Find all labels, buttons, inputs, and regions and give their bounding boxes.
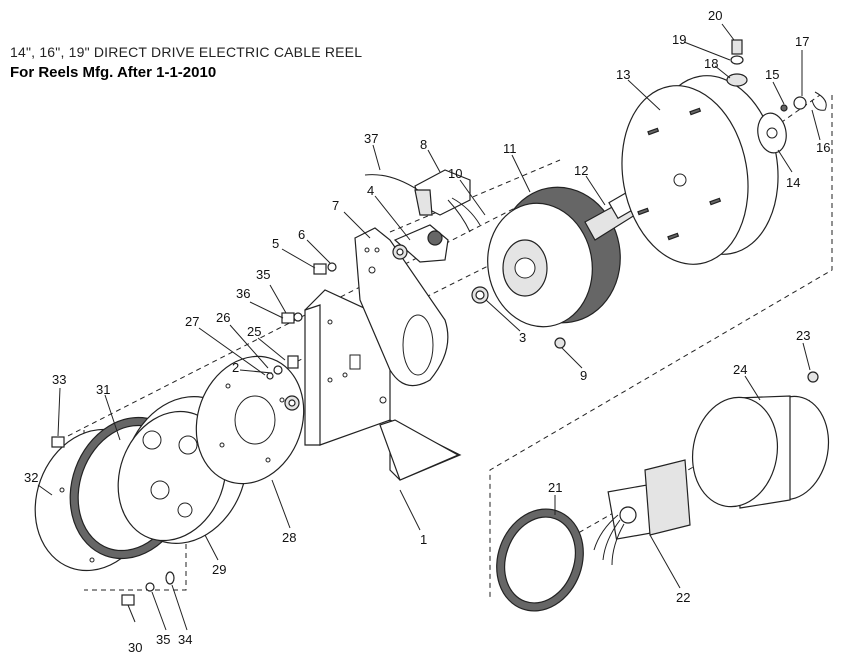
- part-gasket-21: [496, 508, 584, 612]
- part-mounting-plate: [195, 355, 305, 485]
- callout-label: 20: [708, 8, 722, 23]
- callout-label: 6: [298, 227, 305, 242]
- diagram-subtitle: For Reels Mfg. After 1-1-2010: [10, 64, 217, 81]
- callout-label: 34: [178, 632, 192, 647]
- part-slip-ring: [593, 459, 691, 566]
- leader-lines: [37, 23, 821, 631]
- callout-label: 23: [796, 328, 810, 343]
- callout-label: 37: [364, 131, 378, 146]
- callout-label: 30: [128, 640, 142, 655]
- callout-label: 21: [548, 480, 562, 495]
- callout-label: 27: [185, 314, 199, 329]
- part-cover-can: [691, 371, 830, 509]
- callout-label: 12: [574, 163, 588, 178]
- callout-label: 11: [503, 141, 517, 156]
- callout-label: 9: [580, 368, 587, 383]
- callout-label: 2: [232, 360, 239, 375]
- callout-label: 1: [420, 532, 427, 547]
- callout-label: 18: [704, 56, 718, 71]
- callout-label: 16: [816, 140, 830, 155]
- part-frame-bracket: [304, 289, 462, 481]
- callout-label: 4: [367, 183, 374, 198]
- callout-label: 10: [448, 166, 462, 181]
- part-hub-hardware: [726, 39, 827, 154]
- part-motor-plate: [354, 227, 449, 387]
- callout-label: 22: [676, 590, 690, 605]
- part-spool-flange: [621, 75, 779, 265]
- callout-label: 7: [332, 198, 339, 213]
- callout-label: 28: [282, 530, 296, 545]
- callout-label: 17: [795, 34, 809, 49]
- callout-label: 24: [733, 362, 747, 377]
- callout-label: 19: [672, 32, 686, 47]
- callout-label: 14: [786, 175, 800, 190]
- callout-labels: 1 2 3 4 5 6 7 8 9 10 11 12 13 14 15 16 1…: [24, 8, 830, 655]
- callout-label: 25: [247, 324, 261, 339]
- title-block: 14", 16", 19" DIRECT DRIVE ELECTRIC CABL…: [10, 44, 362, 81]
- callout-label: 36: [236, 286, 250, 301]
- callout-label: 35: [256, 267, 270, 282]
- callout-label: 32: [24, 470, 38, 485]
- callout-label: 26: [216, 310, 230, 325]
- callout-label: 29: [212, 562, 226, 577]
- callout-label: 3: [519, 330, 526, 345]
- callout-label: 13: [616, 67, 630, 82]
- callout-label: 5: [272, 236, 279, 251]
- callout-label: 35: [156, 632, 170, 647]
- callout-label: 31: [96, 382, 110, 397]
- callout-label: 33: [52, 372, 66, 387]
- callout-label: 8: [420, 137, 427, 152]
- part-small-hardware: [51, 262, 337, 606]
- part-motor-drum: [471, 186, 621, 349]
- callout-label: 15: [765, 67, 779, 82]
- diagram-title: 14", 16", 19" DIRECT DRIVE ELECTRIC CABL…: [10, 44, 363, 60]
- part-brush-assembly: [364, 169, 481, 263]
